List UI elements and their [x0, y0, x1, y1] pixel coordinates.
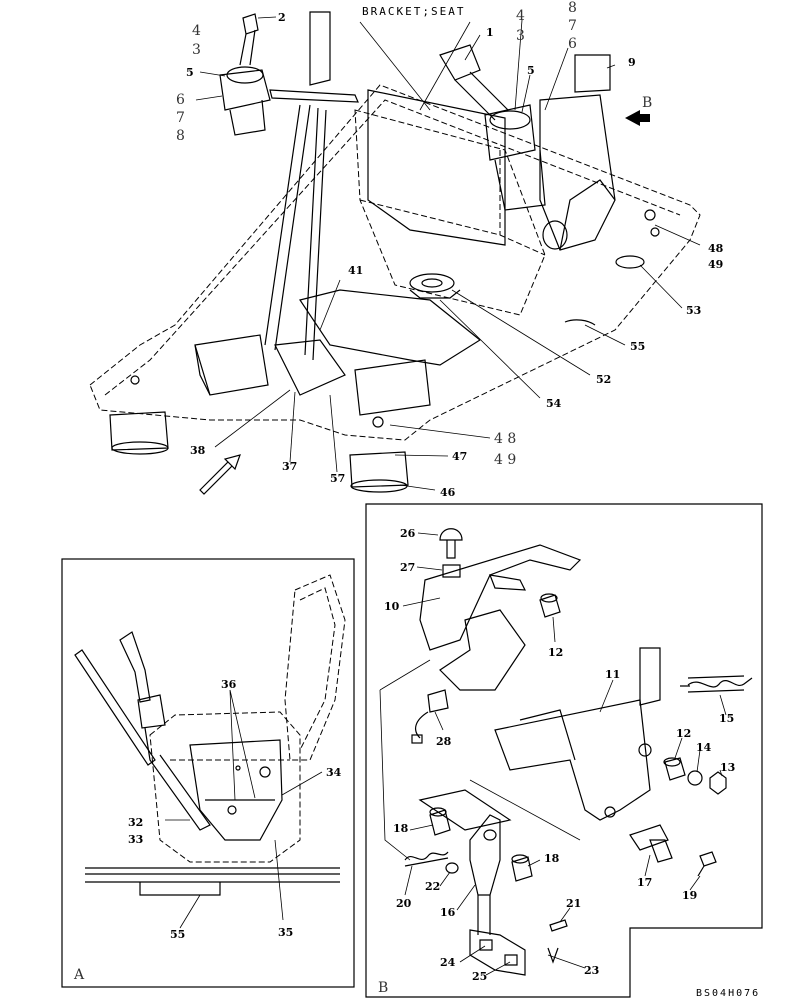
callout-26: 26 — [400, 527, 416, 540]
callout-13: 13 — [720, 761, 735, 774]
callout-6-left: 6 — [176, 92, 185, 108]
callout-57: 57 — [330, 472, 345, 485]
callout-8-left: 8 — [176, 128, 185, 144]
callout-17: 17 — [637, 876, 652, 889]
view-a-frame — [61, 558, 355, 988]
callout-53: 53 — [686, 304, 701, 317]
callout-33: 33 — [128, 833, 143, 846]
callout-41: 41 — [348, 264, 363, 277]
callout-24: 24 — [440, 956, 456, 969]
callout-4-right: 4 — [516, 8, 525, 24]
view-b: 26 27 10 12 11 15 28 12 14 13 18 18 17 1… — [365, 503, 763, 998]
callout-49-right: 49 — [708, 258, 723, 271]
callout-49-center: 4 9 — [494, 452, 516, 468]
bracket-seat-title: BRACKET;SEAT — [362, 5, 465, 18]
callout-55-view-a: 55 — [170, 928, 185, 941]
callout-21: 21 — [566, 897, 581, 910]
callout-4-left: 4 — [192, 23, 201, 39]
callout-34: 34 — [326, 766, 342, 779]
callout-54: 54 — [546, 397, 562, 410]
callout-1: 1 — [486, 26, 494, 39]
callout-32: 32 — [128, 816, 143, 829]
callout-2: 2 — [278, 11, 286, 24]
callout-46: 46 — [440, 486, 456, 499]
callout-23: 23 — [584, 964, 599, 977]
callout-27: 27 — [400, 561, 415, 574]
callout-19: 19 — [682, 889, 697, 902]
callout-12-right: 12 — [676, 727, 691, 740]
view-b-arrow-label: B — [642, 95, 652, 111]
callout-48-right: 48 — [708, 242, 724, 255]
callout-48-center: 4 8 — [494, 431, 516, 447]
callout-55-top: 55 — [630, 340, 645, 353]
view-a-label: A — [73, 967, 85, 983]
callout-5-right: 5 — [527, 64, 535, 77]
callout-28: 28 — [436, 735, 452, 748]
callout-35: 35 — [278, 926, 293, 939]
callout-25: 25 — [472, 970, 487, 983]
callout-9: 9 — [628, 56, 636, 69]
callout-36: 36 — [221, 678, 237, 691]
callout-6-right: 6 — [568, 36, 577, 52]
view-b-frame — [365, 503, 763, 998]
callout-5-left: 5 — [186, 66, 194, 79]
callout-12-top: 12 — [548, 646, 563, 659]
callout-22: 22 — [425, 880, 440, 893]
view-b-label: B — [378, 980, 388, 996]
callout-11: 11 — [605, 668, 620, 681]
view-a: 36 34 32 33 35 55 A — [61, 558, 355, 988]
callout-14: 14 — [696, 741, 712, 754]
callout-10: 10 — [384, 600, 400, 613]
callout-47: 47 — [452, 450, 467, 463]
callout-20: 20 — [396, 897, 412, 910]
callout-7-left: 7 — [176, 110, 185, 126]
drawing-code: BS04H076 — [696, 988, 760, 999]
callout-37: 37 — [282, 460, 297, 473]
callout-8-right: 8 — [568, 0, 577, 16]
callout-18-left: 18 — [393, 822, 409, 835]
callout-3-left: 3 — [192, 42, 201, 58]
callout-15: 15 — [719, 712, 734, 725]
callout-3-right: 3 — [516, 28, 525, 44]
callout-16: 16 — [440, 906, 456, 919]
callout-7-right: 7 — [568, 18, 577, 34]
main-assembly: BRACKET;SEAT 1 2 4 3 5 6 7 8 8 4 7 3 6 5… — [89, 0, 724, 499]
callout-38: 38 — [190, 444, 206, 457]
callout-18-right: 18 — [544, 852, 560, 865]
callout-52: 52 — [596, 373, 611, 386]
